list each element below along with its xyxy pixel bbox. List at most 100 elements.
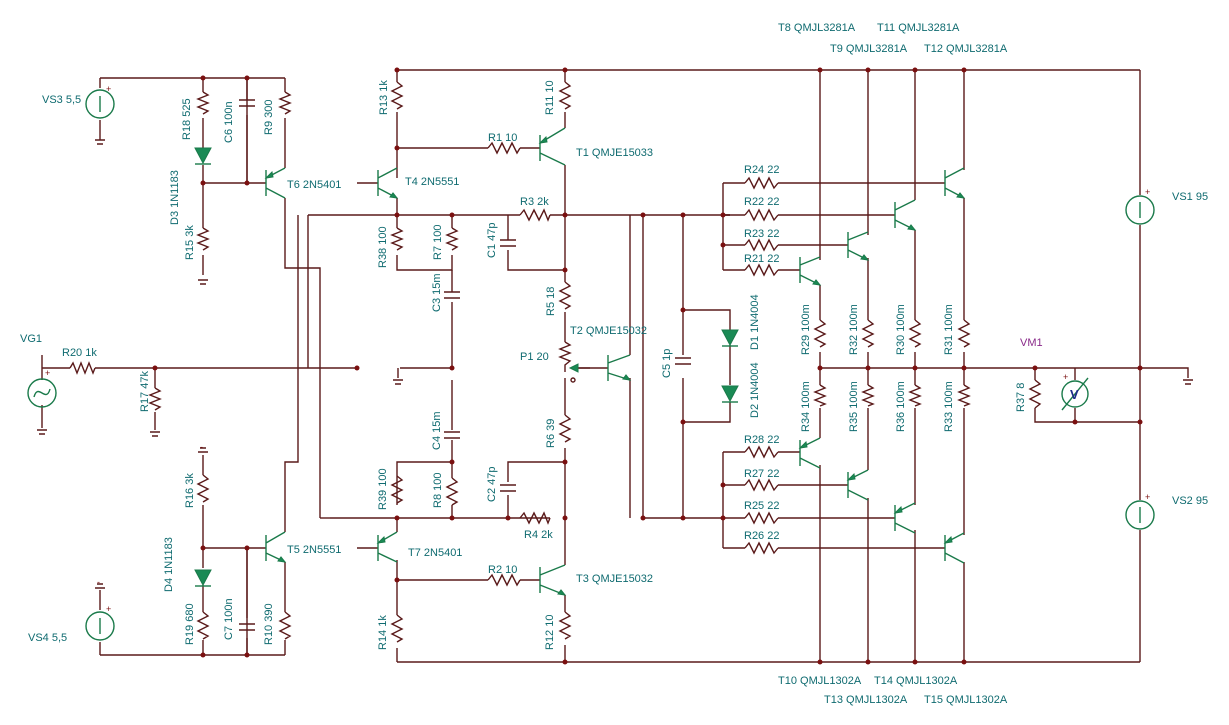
resistor-r6 <box>558 414 572 443</box>
resistors-horizontal <box>69 141 779 587</box>
label-r31: R31 100m <box>943 304 955 355</box>
label-r12: R12 10 <box>544 615 556 650</box>
label-t14: T14 QMJL1302A <box>874 675 958 687</box>
label-t3: T3 QMJE15032 <box>576 573 653 585</box>
label-t10: T10 QMJL1302A <box>778 675 862 687</box>
label-t4: T4 2N5551 <box>405 176 459 188</box>
label-vs1: VS1 95 <box>1172 191 1208 203</box>
transistor-t13 <box>846 469 869 501</box>
label-r5: R5 18 <box>545 287 557 316</box>
label-t9: T9 QMJL3281A <box>830 43 908 55</box>
label-r8: R8 100 <box>432 473 444 508</box>
label-r21: R21 22 <box>744 253 779 265</box>
resistor-r7 <box>445 227 459 251</box>
minus-vs4: - <box>97 577 100 587</box>
label-r11: R11 10 <box>544 80 556 115</box>
label-vg1: VG1 <box>20 333 42 345</box>
capacitor-c7 <box>239 623 255 631</box>
junction-dots <box>152 67 1143 665</box>
capacitors <box>239 99 691 631</box>
label-t15: T15 QMJL1302A <box>924 694 1008 706</box>
label-r27: R27 22 <box>744 468 779 480</box>
resistor-r30 <box>908 319 922 348</box>
label-c2: C2 47p <box>486 467 498 502</box>
label-r6: R6 39 <box>545 419 557 448</box>
label-r4: R4 2k <box>524 529 553 541</box>
resistor-r23 <box>744 238 779 252</box>
source-vs2 <box>1125 500 1155 530</box>
resistor-r3 <box>519 208 551 222</box>
plus-vs4: + <box>106 604 111 614</box>
transistor-t5 <box>265 531 287 563</box>
transistor-t1 <box>538 127 566 166</box>
plus-vg1: + <box>45 368 50 378</box>
resistor-r39 <box>390 475 404 504</box>
diode-d4 <box>194 569 212 587</box>
capacitor-c3 <box>444 291 460 299</box>
label-d3: D3 1N1183 <box>169 170 181 225</box>
resistor-r1 <box>487 141 521 155</box>
label-d1: D1 1N4004 <box>749 294 761 350</box>
resistor-r13 <box>390 81 404 110</box>
label-vm1: VM1 <box>1020 337 1043 349</box>
resistor-r15 <box>196 227 210 251</box>
label-t6: T6 2N5401 <box>287 179 341 191</box>
label-c1: C1 47p <box>486 223 498 258</box>
label-r13: R13 1k <box>378 80 390 115</box>
resistor-r28 <box>744 445 779 459</box>
label-c3: C3 15m <box>431 273 443 312</box>
resistor-r32 <box>861 319 875 348</box>
transistor-t9 <box>847 231 870 261</box>
label-r36: R36 100m <box>895 381 907 432</box>
label-vs3: VS3 5,5 <box>42 94 81 106</box>
resistor-r26 <box>744 541 779 555</box>
diode-d2 <box>721 385 739 403</box>
label-p1: P1 20 <box>520 351 549 363</box>
resistor-r36 <box>908 384 922 407</box>
label-r2: R2 10 <box>488 564 517 576</box>
resistor-r4 <box>519 511 551 525</box>
resistor-r18 <box>196 91 210 115</box>
label-t1: T1 QMJE15033 <box>576 147 653 159</box>
resistor-r21 <box>744 263 779 277</box>
resistor-r2 <box>487 573 521 587</box>
resistor-r12 <box>558 611 572 640</box>
label-voltmeter-v: V <box>1070 387 1079 402</box>
label-r19: R19 680 <box>184 603 196 645</box>
resistor-r34 <box>813 384 827 407</box>
resistor-r37 <box>1028 379 1042 409</box>
resistor-r16 <box>196 474 210 503</box>
label-r22: R22 22 <box>744 196 779 208</box>
label-r33: R33 100m <box>943 381 955 432</box>
transistors <box>264 127 966 596</box>
capacitor-c5 <box>675 357 691 365</box>
capacitor-c1 <box>500 239 516 247</box>
plus-vs2: + <box>1145 492 1150 502</box>
transistor-t4 <box>377 167 399 199</box>
label-d2: D2 1N4004 <box>749 362 761 418</box>
transistor-t8 <box>799 256 822 286</box>
label-t13: T13 QMJL1302A <box>824 694 908 706</box>
label-c4: C4 15m <box>431 411 443 450</box>
resistor-r22 <box>744 208 779 222</box>
label-vs4: VS4 5,5 <box>28 632 67 644</box>
label-c5: C5 1p <box>661 349 673 378</box>
resistor-r35 <box>861 384 875 407</box>
resistor-r10 <box>278 611 292 640</box>
label-r28: R28 22 <box>744 434 779 446</box>
resistor-r20 <box>69 361 96 375</box>
voltmeter-vm1 <box>1061 377 1089 411</box>
transistor-t10 <box>798 437 821 469</box>
capacitor-c6 <box>239 99 255 107</box>
label-t11: T11 QMJL3281A <box>877 22 960 34</box>
source-vs4 <box>85 611 115 641</box>
transistor-t7 <box>376 531 398 563</box>
label-r1: R1 10 <box>488 132 517 144</box>
transistor-t2 <box>607 354 632 381</box>
component-labels: VS3 5,5 VS4 5,5 VS1 95 VS2 95 VG1 VM1 V … <box>20 22 1208 706</box>
resistor-r11 <box>558 81 572 110</box>
label-t12: T12 QMJL3281A <box>924 43 1008 55</box>
label-d4: D4 1N1183 <box>163 537 175 592</box>
label-r38: R38 100 <box>377 226 389 268</box>
resistor-r25 <box>744 511 779 525</box>
